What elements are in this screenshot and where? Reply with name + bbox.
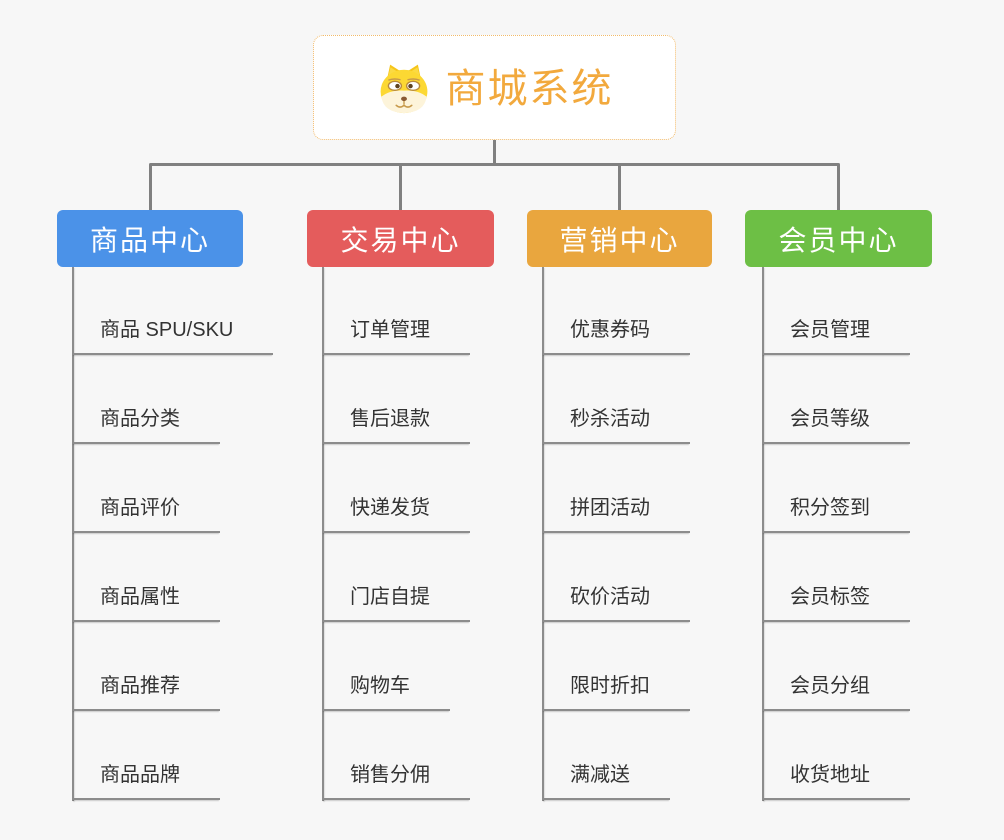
leaf-topic[interactable]: 门店自提 [322, 582, 470, 622]
leaf-topic[interactable]: 会员管理 [762, 315, 910, 355]
leaf-topic[interactable]: 拼团活动 [542, 493, 690, 533]
branch-header-member[interactable]: 会员中心 [745, 210, 932, 267]
leaf-topic[interactable]: 会员等级 [762, 404, 910, 444]
leaf-topic[interactable]: 商品属性 [72, 582, 220, 622]
leaf-topic[interactable]: 订单管理 [322, 315, 470, 355]
leaf-topic[interactable]: 满减送 [542, 760, 670, 800]
branch-header-products[interactable]: 商品中心 [57, 210, 243, 267]
leaf-topic[interactable]: 会员标签 [762, 582, 910, 622]
leaf-topic[interactable]: 购物车 [322, 671, 450, 711]
doge-icon [380, 64, 427, 113]
connector-bus [149, 163, 840, 166]
trunk-marketing [542, 267, 544, 801]
leaf-topic[interactable]: 商品推荐 [72, 671, 220, 711]
trunk-products [72, 267, 74, 801]
branch-header-trade[interactable]: 交易中心 [307, 210, 494, 267]
root-node[interactable]: 商城系统 [313, 35, 676, 140]
leaf-topic[interactable]: 收货地址 [762, 760, 910, 800]
trunk-member [762, 267, 764, 801]
connector-drop-marketing [618, 165, 621, 211]
leaf-topic[interactable]: 商品分类 [72, 404, 220, 444]
leaf-topic[interactable]: 商品 SPU/SKU [72, 315, 274, 355]
leaf-topic[interactable]: 限时折扣 [542, 671, 690, 711]
connector-drop-trade [399, 165, 402, 211]
leaf-topic[interactable]: 砍价活动 [542, 582, 690, 622]
leaf-topic[interactable]: 优惠券码 [542, 315, 690, 355]
leaf-topic[interactable]: 商品品牌 [72, 760, 220, 800]
leaf-topic[interactable]: 销售分佣 [322, 760, 470, 800]
leaf-topic[interactable]: 商品评价 [72, 493, 220, 533]
leaf-topic[interactable]: 积分签到 [762, 493, 910, 533]
trunk-trade [322, 267, 324, 801]
connector-drop-products [149, 165, 152, 211]
connector-root-stub [493, 140, 496, 166]
leaf-topic[interactable]: 快递发货 [322, 493, 470, 533]
leaf-topic[interactable]: 会员分组 [762, 671, 910, 711]
root-title: 商城系统 [445, 66, 614, 111]
leaf-topic[interactable]: 售后退款 [322, 404, 470, 444]
leaf-topic[interactable]: 秒杀活动 [542, 404, 690, 444]
connector-drop-member [837, 165, 840, 211]
branch-header-marketing[interactable]: 营销中心 [527, 210, 712, 267]
